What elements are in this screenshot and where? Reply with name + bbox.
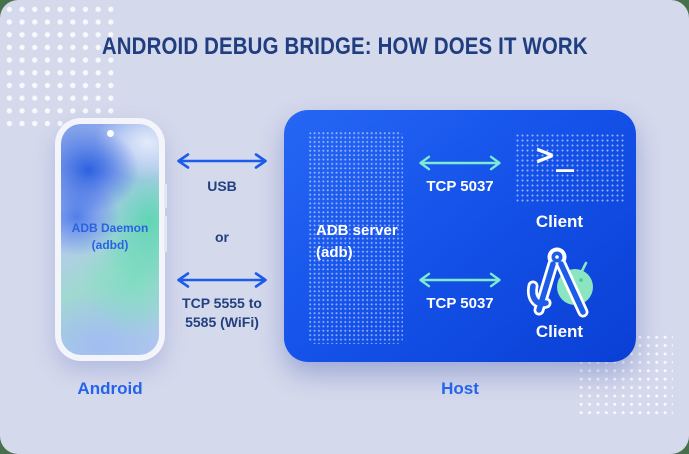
adb-server-dot-field bbox=[308, 131, 403, 344]
adb-daemon-label-line1: ADB Daemon bbox=[71, 221, 149, 235]
page-title: ANDROID DEBUG BRIDGE: HOW DOES IT WORK bbox=[101, 33, 588, 60]
adb-daemon-label: ADB Daemon (adbd) bbox=[55, 220, 165, 255]
phone-camera-dot bbox=[106, 130, 114, 137]
or-label: or bbox=[215, 229, 229, 245]
wifi-port-label-line2: 5585 (WiFi) bbox=[185, 313, 259, 330]
dot-pattern-top-left bbox=[3, 3, 117, 127]
usb-double-arrow-icon bbox=[172, 152, 272, 170]
adb-daemon-label-line2: (adbd) bbox=[91, 238, 129, 253]
wifi-port-label: TCP 5555 to 5585 (WiFi) bbox=[160, 294, 284, 332]
phone-screen bbox=[61, 124, 159, 355]
tcp5037-bottom-label: TCP 5037 bbox=[426, 295, 494, 312]
host-caption: Host bbox=[441, 379, 479, 398]
usb-label: USB bbox=[207, 178, 237, 194]
page-title-wrap: ANDROID DEBUG BRIDGE: HOW DOES IT WORK bbox=[0, 33, 689, 61]
adb-server-label-line1: ADB server bbox=[316, 222, 398, 239]
wifi-port-label-line1: TCP 5555 to bbox=[182, 295, 262, 311]
terminal-dot-field bbox=[515, 133, 625, 203]
client-android-studio-label: Client bbox=[535, 322, 584, 341]
phone-side-button bbox=[164, 184, 167, 208]
terminal-icon: >_ bbox=[535, 138, 577, 173]
adb-server-label: ADB server (adb) bbox=[316, 220, 398, 264]
adb-server-label-line2: (adb) bbox=[316, 243, 353, 261]
phone-side-button bbox=[164, 216, 167, 252]
tcp5037-top-label: TCP 5037 bbox=[426, 178, 494, 195]
host-box: ADB server (adb) TCP 5037 TCP 5037 >_ Cl… bbox=[284, 110, 636, 362]
tcp5037-double-arrow-bottom-icon bbox=[414, 271, 506, 289]
wifi-double-arrow-icon bbox=[172, 271, 272, 289]
tcp5037-double-arrow-top-icon bbox=[414, 154, 506, 172]
android-caption: Android bbox=[77, 379, 143, 398]
android-studio-icon bbox=[526, 244, 596, 320]
client-terminal-label: Client bbox=[535, 212, 584, 231]
android-phone: ADB Daemon (adbd) bbox=[55, 118, 167, 361]
